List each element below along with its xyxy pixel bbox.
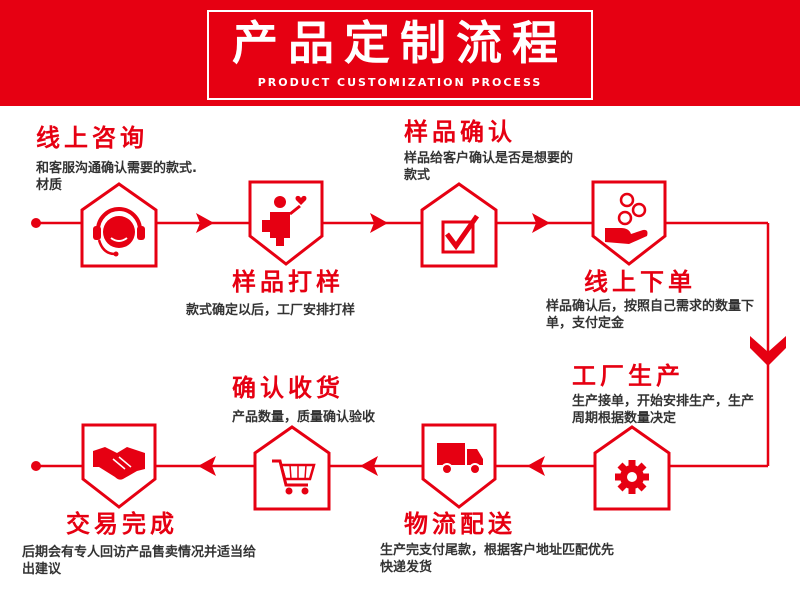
step-4-desc: 样品确认后，按照自己需求的数量下单，支付定金 <box>546 299 755 331</box>
flow-start-dot <box>31 218 41 228</box>
step-1-title: 线上咨询 <box>36 124 148 152</box>
checkbox-tick-icon <box>441 214 480 254</box>
step-8-title: 交易完成 <box>66 510 178 538</box>
arrow-left-2 <box>360 456 378 476</box>
customer-service-headset-icon <box>93 207 145 257</box>
flow-end-dot <box>31 461 41 471</box>
step-6-title: 物流配送 <box>404 510 516 538</box>
hand-coins-icon <box>605 192 648 244</box>
step-7-title: 确认收货 <box>232 374 344 402</box>
step-7-desc: 产品数量，质量确认验收 <box>232 410 376 425</box>
step-3-icon-badge <box>420 182 498 268</box>
step-8-desc: 后期会有专人回访产品售卖情况并适当给出建议 <box>22 545 257 577</box>
arrow-left-1 <box>527 456 545 476</box>
person-presenting-icon <box>262 195 307 246</box>
step-6-icon-badge <box>421 423 497 509</box>
arrow-right-3 <box>532 213 550 233</box>
step-5-title: 工厂生产 <box>572 362 684 390</box>
arrow-down <box>750 336 786 366</box>
arrow-left-3 <box>198 456 216 476</box>
step-5-icon-badge <box>593 425 671 511</box>
step-5-desc: 生产接单，开始安排生产，生产周期根据数量决定 <box>572 394 755 426</box>
step-2-title: 样品打样 <box>232 268 344 296</box>
step-2-desc: 款式确定以后，工厂安排打样 <box>186 303 356 318</box>
step-1-desc: 和客服沟通确认需要的款式.材质 <box>36 161 197 193</box>
step-4-title: 线上下单 <box>584 268 696 296</box>
handshake-icon <box>93 447 145 480</box>
step-4-icon-badge <box>591 180 667 266</box>
arrow-right-2 <box>370 213 388 233</box>
shopping-cart-icon <box>272 459 316 495</box>
step-2-icon-badge <box>248 180 324 266</box>
header-frame: 产品定制流程 PRODUCT CUSTOMIZATION PROCESS <box>207 10 593 100</box>
page-subtitle: PRODUCT CUSTOMIZATION PROCESS <box>257 76 543 89</box>
header-banner: 产品定制流程 PRODUCT CUSTOMIZATION PROCESS <box>0 0 800 106</box>
step-7-icon-badge <box>253 425 331 511</box>
arrow-right-1 <box>196 213 214 233</box>
page-title: 产品定制流程 <box>232 16 568 70</box>
step-6-desc: 生产完支付尾款，根据客户地址匹配优先快递发货 <box>380 543 615 575</box>
step-3-title: 样品确认 <box>404 118 516 146</box>
delivery-truck-icon <box>437 443 483 475</box>
step-1-icon-badge <box>80 182 158 268</box>
gear-icon <box>615 460 649 494</box>
step-3-desc: 样品给客户确认是否是想要的款式 <box>404 151 574 183</box>
step-8-icon-badge <box>81 423 157 509</box>
